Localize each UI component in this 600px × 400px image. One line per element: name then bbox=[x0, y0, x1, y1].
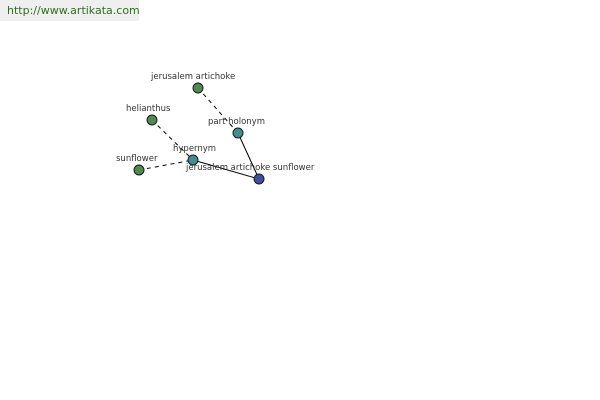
edge-jerusalem-artichoke-to-part-holonym bbox=[197, 87, 239, 134]
watermark-url: http://www.artikata.com bbox=[7, 4, 140, 17]
node-label-sunflower: sunflower bbox=[116, 154, 158, 164]
node-label-part-holonym: part holonym bbox=[208, 117, 265, 127]
node-helianthus[interactable] bbox=[146, 114, 158, 126]
node-label-jerusalem-artichoke-sunflower: jerusalem artichoke sunflower bbox=[185, 163, 315, 173]
edge-hypernym-to-jerusalem-artichoke-sunflower bbox=[192, 159, 260, 180]
graph-nodes bbox=[133, 82, 265, 185]
node-label-helianthus: helianthus bbox=[126, 104, 171, 114]
node-jerusalem-artichoke[interactable] bbox=[192, 82, 204, 94]
graph-labels: jerusalem artichoke helianthus sunflower pa… bbox=[116, 72, 315, 173]
edge-part-holonym-to-jerusalem-artichoke-sunflower bbox=[237, 132, 260, 180]
node-jerusalem-artichoke-sunflower[interactable] bbox=[253, 173, 265, 185]
node-hypernym[interactable] bbox=[187, 154, 199, 166]
node-label-hypernym: hypernym bbox=[173, 144, 216, 154]
node-sunflower[interactable] bbox=[133, 164, 145, 176]
node-part-holonym[interactable] bbox=[232, 127, 244, 139]
node-label-jerusalem-artichoke: jerusalem artichoke bbox=[150, 72, 235, 82]
watermark-banner: http://www.artikata.com bbox=[0, 0, 140, 21]
graph-edges bbox=[138, 87, 260, 180]
edge-helianthus-to-hypernym bbox=[151, 119, 194, 161]
edge-sunflower-to-hypernym bbox=[138, 159, 194, 171]
